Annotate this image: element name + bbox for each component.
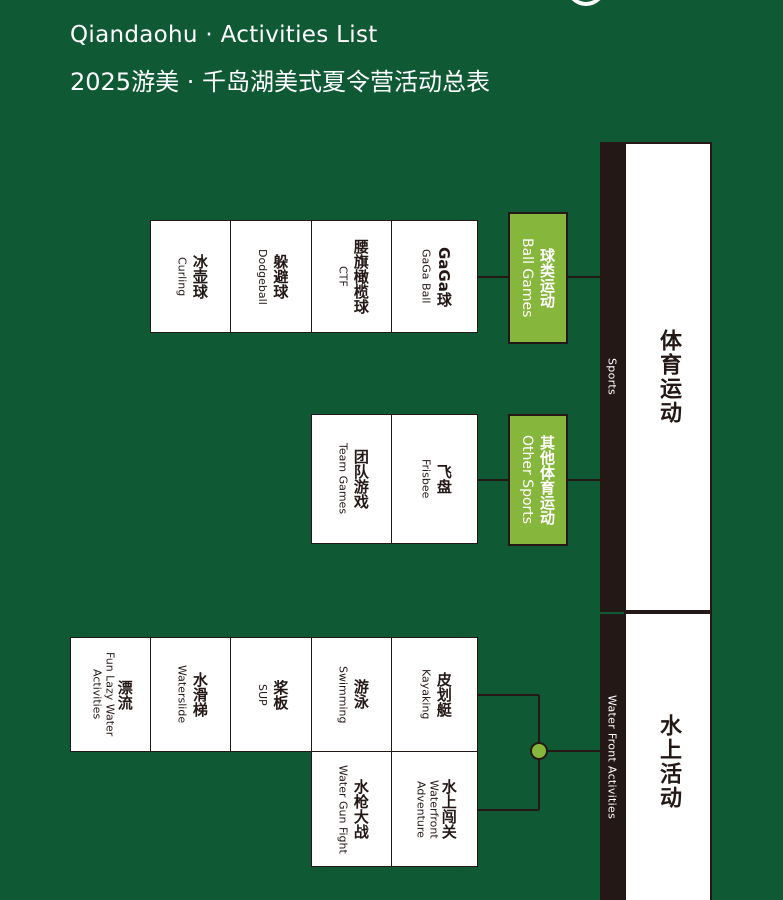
activity-cn: 水枪大战 [351, 778, 370, 839]
activity-cn: 冰壶球 [190, 254, 209, 299]
page-title-en: Qiandaohu · Activities List [70, 22, 378, 48]
activity-cn: 皮划艇 [434, 672, 453, 717]
ball-games-label-en: Ball Games [519, 238, 535, 318]
activity-en: Curling [175, 256, 189, 297]
activity-cn: 水上闯关 [439, 779, 458, 839]
water-bar: Water Front Activities [600, 614, 624, 900]
activity-cn: 躲避球 [271, 254, 290, 299]
activity-en: Frisbee [419, 459, 433, 499]
sports-bar: Sports [600, 142, 624, 612]
ball-games-box: 球类运动 Ball Games [508, 212, 568, 344]
activity-en: Kayaking [419, 669, 433, 720]
other-sports-label-cn: 其他体育运动 [538, 435, 556, 525]
activity-cn: 腰旗橄榄球 [351, 239, 370, 314]
activity-cn: 团队游戏 [351, 449, 370, 509]
activity-en: Dodgeball [256, 248, 269, 305]
activity-en: Team Games [336, 443, 350, 515]
other-sports-box: 其他体育运动 Other Sports [508, 414, 568, 546]
activity-cn: GaGa球 [434, 246, 453, 307]
water-main-box: 水上活动 [624, 612, 712, 900]
activity-cn: 飞盘 [434, 463, 453, 494]
activity-cn: 水滑梯 [190, 672, 209, 717]
sports-main-label: 体育运动 [656, 329, 681, 425]
activity-en: Fun Lazy Water Activities [90, 652, 117, 737]
activity-en: Water Gun Fight [336, 764, 350, 854]
other-sports-label-en: Other Sports [519, 435, 535, 525]
water-main-label: 水上活动 [656, 714, 681, 810]
activity-en: Waterslide [175, 665, 189, 724]
activity-en: Swimming [336, 665, 350, 724]
page-title-cn: 2025游美 · 千岛湖美式夏令营活动总表 [70, 68, 490, 96]
activity-cn: 漂流 [115, 679, 134, 710]
sports-bar-label: Sports [605, 358, 619, 396]
activity-en: CTF [336, 266, 350, 287]
ball-games-label-cn: 球类运动 [538, 247, 556, 308]
activity-cn: 游泳 [351, 679, 370, 710]
sports-main-box: 体育运动 [624, 142, 712, 612]
activity-en: GaGa Ball [419, 249, 433, 304]
activity-en: SUP [256, 683, 269, 706]
activity-en: Waterfront Adventure [414, 779, 441, 839]
junction-dot [530, 742, 548, 760]
activity-cn: 桨板 [271, 679, 290, 710]
water-bar-label: Water Front Activities [605, 694, 619, 820]
